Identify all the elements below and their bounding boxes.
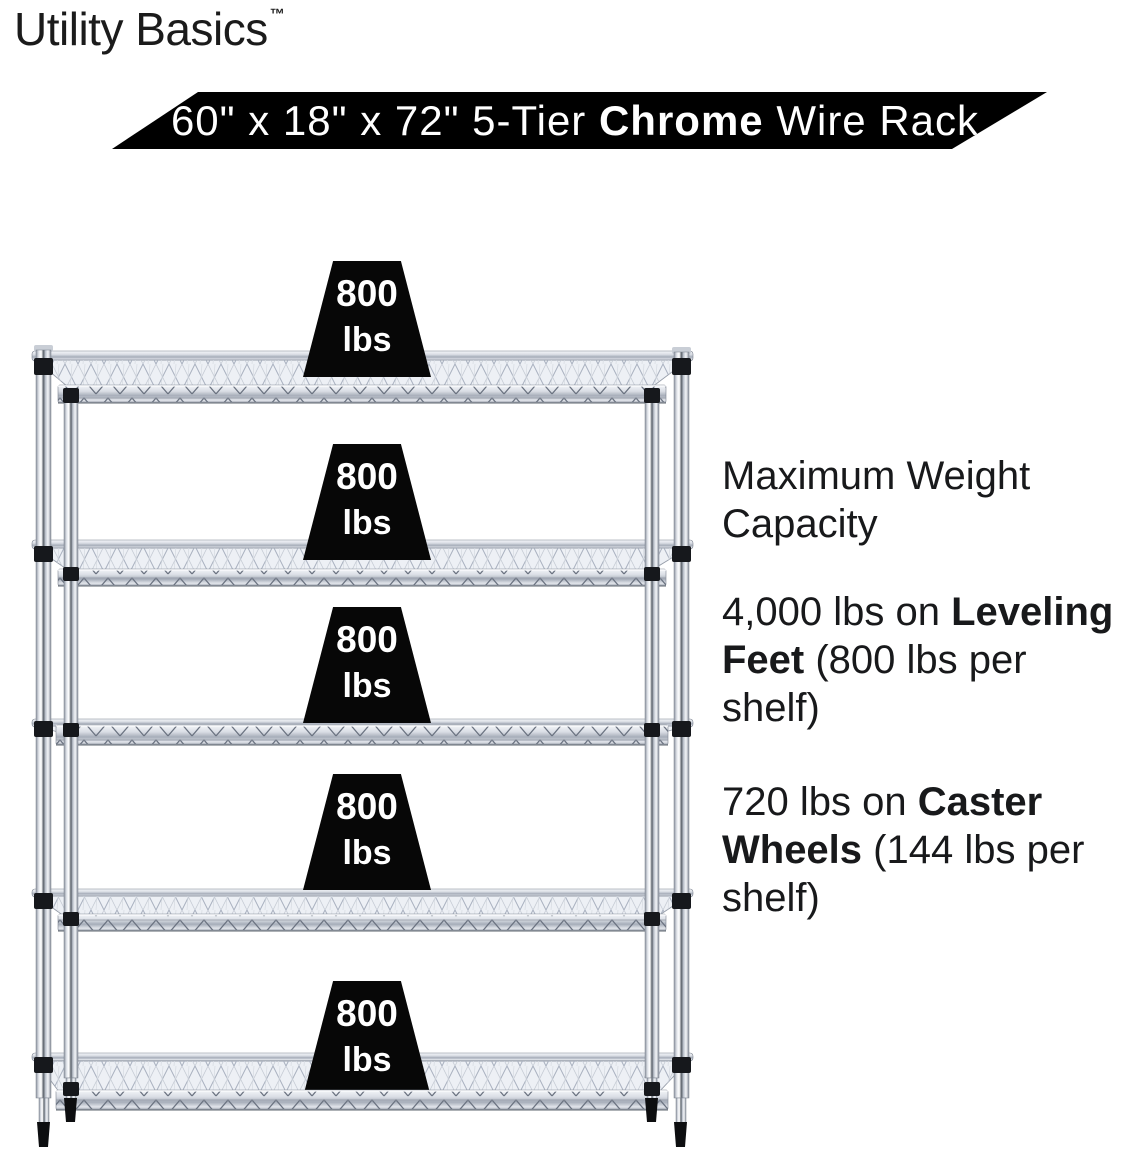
shelf-5-front-rail (55, 1089, 669, 1111)
weight-unit: lbs (342, 1041, 392, 1079)
item-suffix: (800 lbs per shelf) (722, 638, 1027, 730)
item-bold: Caster Wheels (722, 780, 1043, 872)
leveling-foot (64, 1098, 77, 1122)
item-bold: Leveling Feet (722, 590, 1114, 682)
item-suffix: (144 lbs per shelf) (722, 828, 1085, 920)
weight-unit: lbs (342, 321, 392, 359)
product-title: 60" x 18" x 72" 5-Tier Chrome Wire Rack (171, 97, 979, 145)
title-bold: Chrome (598, 96, 764, 144)
shelf-4-front-rail (57, 913, 667, 932)
leveling-foot (674, 1122, 687, 1147)
weight-value: 800 (336, 993, 398, 1034)
leveling-foot (645, 1098, 658, 1122)
weight-unit: lbs (342, 667, 392, 705)
trademark-symbol: ™ (269, 6, 285, 23)
weight-unit: lbs (342, 504, 392, 542)
product-title-banner: 60" x 18" x 72" 5-Tier Chrome Wire Rack (112, 92, 1047, 149)
capacity-heading: Maximum Weight Capacity (722, 454, 1031, 546)
wire-rack-front-layer (55, 384, 669, 1122)
front-right-post (644, 391, 660, 1122)
capacity-info-panel: Maximum Weight Capacity 4,000 lbs on Lev… (722, 452, 1123, 968)
brand-name: Utility Basics (14, 3, 268, 55)
title-prefix: 60" x 18" x 72" 5-Tier (170, 96, 599, 144)
capacity-item-leveling-feet: 4,000 lbs on Leveling Feet (800 lbs per … (722, 588, 1123, 732)
shelf-1-front-rail (57, 384, 667, 404)
front-post-collars (63, 388, 660, 1096)
weight-value: 800 (336, 786, 398, 827)
shelf-2-front-rail (57, 568, 667, 587)
weight-value: 800 (336, 456, 398, 497)
capacity-item-caster-wheels: 720 lbs on Caster Wheels (144 lbs per sh… (722, 778, 1123, 922)
item-prefix: 4,000 lbs on (722, 590, 952, 634)
leveling-foot (37, 1122, 50, 1147)
rear-post-collars (34, 358, 691, 1073)
item-prefix: 720 lbs on (722, 780, 918, 824)
weight-value: 800 (336, 273, 398, 314)
front-left-post (63, 391, 79, 1122)
weight-unit: lbs (342, 834, 392, 872)
weight-value: 800 (336, 619, 398, 660)
shelf-3-front-rail (55, 724, 669, 746)
title-suffix: Wire Rack (763, 96, 980, 144)
